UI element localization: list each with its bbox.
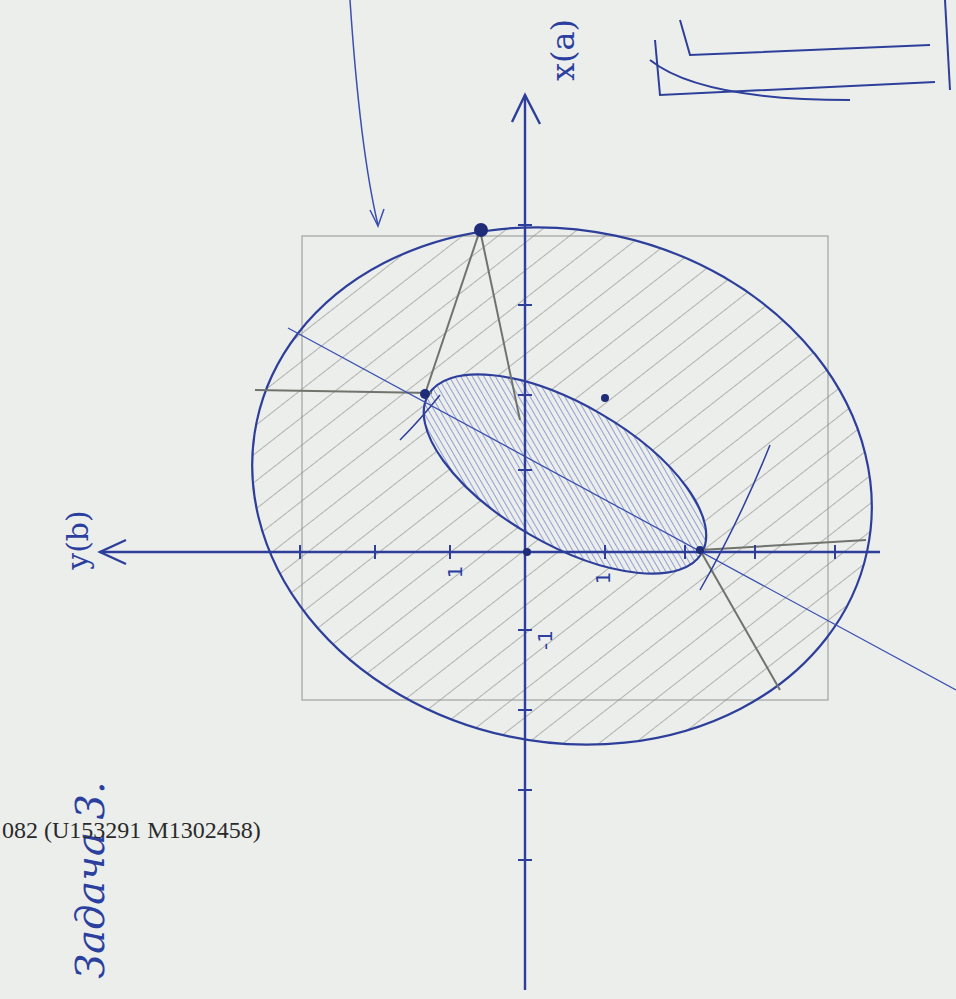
tick-label: -1 [535,630,555,650]
watermark-id: 082 (U153291 M1302458) [2,818,261,842]
axis-label: y(b) [63,510,93,570]
task-heading: Задача 3. [70,781,110,979]
inner-region [393,334,737,613]
ticks [300,225,835,860]
axis-label: x(a) [547,19,579,81]
construction-lines [255,230,866,690]
points [420,223,704,556]
axes [100,95,880,990]
diagonal-line [288,328,956,690]
outer-region [204,171,921,802]
tick-label: 1 [593,572,613,585]
tick-label: 1 [445,566,465,579]
